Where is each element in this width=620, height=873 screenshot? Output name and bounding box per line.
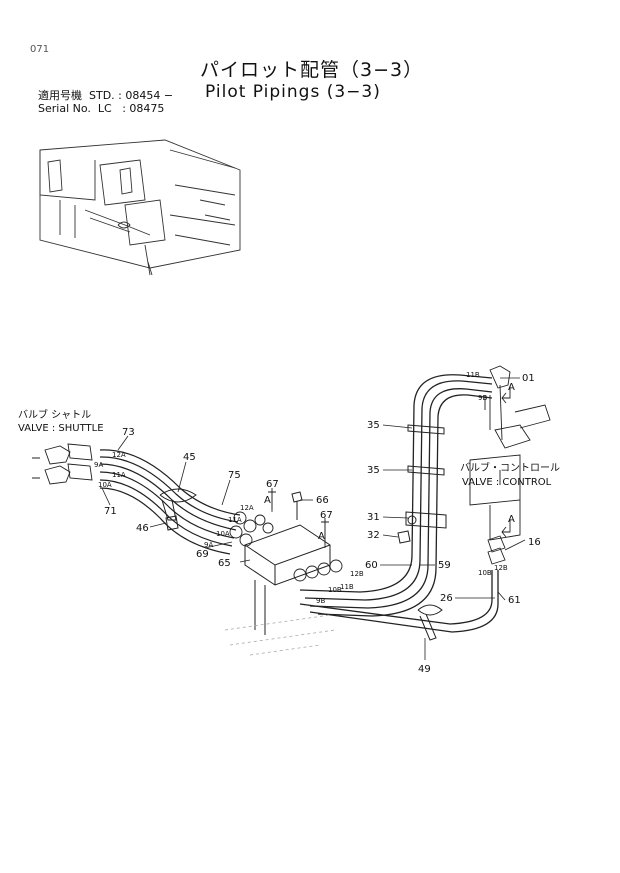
callout-69: 69 [196, 549, 209, 560]
port-label-11a: 11A [228, 516, 242, 524]
page-title-japanese: パイロット配管（3−3） [200, 59, 424, 81]
bolt-46 [165, 515, 179, 531]
shuttle-valve-label-en: VALVE : SHUTTLE [18, 423, 104, 434]
bolt-32 [397, 530, 411, 544]
serial-model-lc: LC [97, 102, 112, 115]
block-fittings [229, 511, 343, 582]
frame-ghost [224, 614, 336, 656]
port-label-10b-right: 10B [478, 569, 492, 577]
callout-35-lower: 35 [367, 465, 380, 476]
port-label-11a-shuttle: 11A [112, 471, 126, 479]
callout-73: 73 [122, 427, 135, 438]
port-label-9b-top: 9B [478, 394, 487, 402]
page-title-english: Pilot Pipings (3−3) [205, 82, 381, 102]
port-label-11b-top: 11B [466, 371, 480, 379]
shuttle-valve-label-jp: バルブ シャトル [18, 408, 91, 421]
callout-16: 16 [528, 537, 541, 548]
callout-31: 31 [367, 512, 380, 523]
port-label-11b: 11B [340, 583, 354, 591]
port-label-12b-right: 12B [494, 564, 508, 572]
serial-label-jp: 適用号機 [38, 89, 82, 102]
serial-model-std: STD. [89, 89, 115, 102]
port-label-10b: 10B [328, 586, 342, 594]
leader-lines [101, 377, 526, 660]
port-label-10a-shuttle: 10A [98, 481, 112, 489]
callout-a-right: A [318, 531, 325, 542]
bolt-66 [291, 491, 303, 520]
callout-66: 66 [316, 495, 329, 506]
callout-a-valve-bottom: A [508, 514, 515, 525]
callout-49: 49 [418, 664, 431, 675]
serial-row-std: 適用号機 STD. : 08454 − [38, 89, 173, 102]
page-number: 071 [30, 44, 50, 55]
callout-75: 75 [228, 470, 241, 481]
bundle-collar-45 [159, 488, 197, 521]
port-label-9a-shuttle: 9A [94, 461, 103, 469]
serial-value-std: : 08454 − [118, 89, 174, 102]
callout-71: 71 [104, 506, 117, 517]
port-label-9b: 9B [316, 597, 325, 605]
control-valve-label-en: VALVE : CONTROL [462, 477, 552, 488]
callout-26: 26 [440, 593, 453, 604]
callout-67-right: 67 [320, 510, 333, 521]
callout-01: 01 [522, 373, 535, 384]
port-label-12b: 12B [350, 570, 364, 578]
callout-32: 32 [367, 530, 380, 541]
serial-row-lc: Serial No. LC : 08475 [38, 102, 173, 115]
serial-number-block: 適用号機 STD. : 08454 − Serial No. LC : 0847… [38, 89, 173, 115]
shuttle-valve-fittings [32, 443, 93, 485]
callout-45: 45 [183, 452, 196, 463]
callout-60: 60 [365, 560, 378, 571]
callout-61: 61 [508, 595, 521, 606]
serial-value-lc: : 08475 [122, 102, 165, 115]
control-valve-sketch [469, 365, 551, 565]
callout-46: 46 [136, 523, 149, 534]
port-label-10a: 10A [216, 530, 230, 538]
callout-67-left: 67 [266, 479, 279, 490]
callout-35-upper: 35 [367, 420, 380, 431]
port-label-12a-shuttle: 12A [112, 451, 126, 459]
control-valve-label-jp: バルブ・コントロール [460, 461, 560, 474]
callout-a-left: A [264, 495, 271, 506]
hose-bundle-left [99, 449, 241, 555]
callout-a-valve-top: A [508, 382, 515, 393]
callout-59: 59 [438, 560, 451, 571]
port-label-9a: 9A [204, 541, 213, 549]
serial-label-en: Serial No. [38, 102, 91, 115]
port-label-12a: 12A [240, 504, 254, 512]
callout-65: 65 [218, 558, 231, 569]
machine-overview-sketch [39, 139, 241, 276]
